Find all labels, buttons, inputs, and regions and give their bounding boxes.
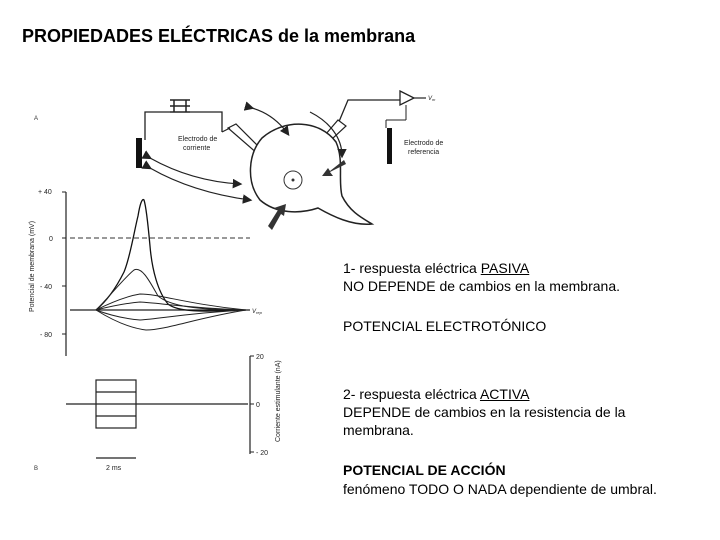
current-axis-ticks: [250, 355, 254, 453]
arrow-right-icon: [322, 160, 346, 176]
vm-output-label: Vm: [428, 96, 436, 102]
voltage-tick-0: 0: [49, 236, 53, 243]
vrep-label: Vrep: [252, 309, 263, 315]
reference-electrode-label-1: Electrodo de: [404, 140, 443, 147]
curved-arrow-right: [309, 111, 347, 159]
passive-response-line1: 1- respuesta eléctrica PASIVA: [343, 260, 530, 276]
voltage-tick-minus-80: - 80: [40, 332, 52, 339]
cell-membrane: [249, 123, 375, 225]
electrotonic-potential-heading: POTENCIAL ELECTROTÓNICO: [343, 318, 547, 334]
current-electrode-label-2: corriente: [183, 145, 210, 152]
curved-arrow-left: [141, 150, 243, 189]
current-axis-label: Corriente estimulante (nA): [275, 360, 282, 442]
current-tick-20: 20: [256, 354, 264, 361]
depolarizing-trace-2: [95, 301, 247, 311]
curved-arrow-bottom: [141, 160, 253, 204]
action-potential-trace: [95, 198, 247, 312]
passive-response-line2: NO DEPENDE de cambios en la membrana.: [343, 278, 620, 294]
arrow-bottom-icon: [268, 204, 286, 230]
current-circuit-wire: [144, 111, 223, 140]
current-tick-0: 0: [256, 402, 260, 409]
current-electrode-label-1: Electrodo de: [178, 136, 217, 143]
amplifier-icon: [399, 89, 416, 107]
recording-wire: [337, 99, 400, 125]
cell-nucleus: [283, 170, 303, 190]
active-response-line2: DEPENDE de cambios en la resistencia de …: [343, 404, 626, 420]
time-scale-label: 2 ms: [106, 465, 122, 472]
active-keyword: ACTIVA: [479, 386, 530, 402]
passive-keyword: PASIVA: [480, 260, 530, 276]
bath-electrode-left: [136, 138, 142, 168]
panel-b-label: B: [34, 466, 38, 472]
active-response-line3: membrana.: [343, 422, 414, 438]
battery-symbol: [170, 99, 190, 113]
reference-electrode-label-2: referencia: [408, 149, 439, 156]
reference-electrode: [387, 128, 392, 164]
hyperpolarizing-trace-2: [95, 309, 247, 331]
panel-a-label: A: [34, 116, 38, 122]
depolarizing-trace-1: [95, 293, 247, 311]
action-potential-heading: POTENCIAL DE ACCIÓN: [343, 462, 506, 478]
curved-arrow-top: [243, 101, 290, 136]
subthreshold-trace-1: [95, 268, 247, 311]
page-title: PROPIEDADES ELÉCTRICAS de la membrana: [22, 26, 416, 46]
all-or-none-description: fenómeno TODO O NADA dependiente de umbr…: [343, 481, 657, 497]
hyperpolarizing-trace-1: [95, 309, 247, 321]
current-tick-minus-20: - 20: [256, 450, 268, 457]
voltage-axis-ticks: [62, 191, 66, 335]
current-step-pulses: [95, 379, 137, 429]
voltage-tick-minus-40: - 40: [40, 284, 52, 291]
active-response-line1: 2- respuesta eléctrica ACTIVA: [343, 386, 530, 402]
voltage-tick-40: + 40: [38, 189, 52, 196]
voltage-axis-label: Potencial de membrana (mV): [29, 221, 36, 312]
